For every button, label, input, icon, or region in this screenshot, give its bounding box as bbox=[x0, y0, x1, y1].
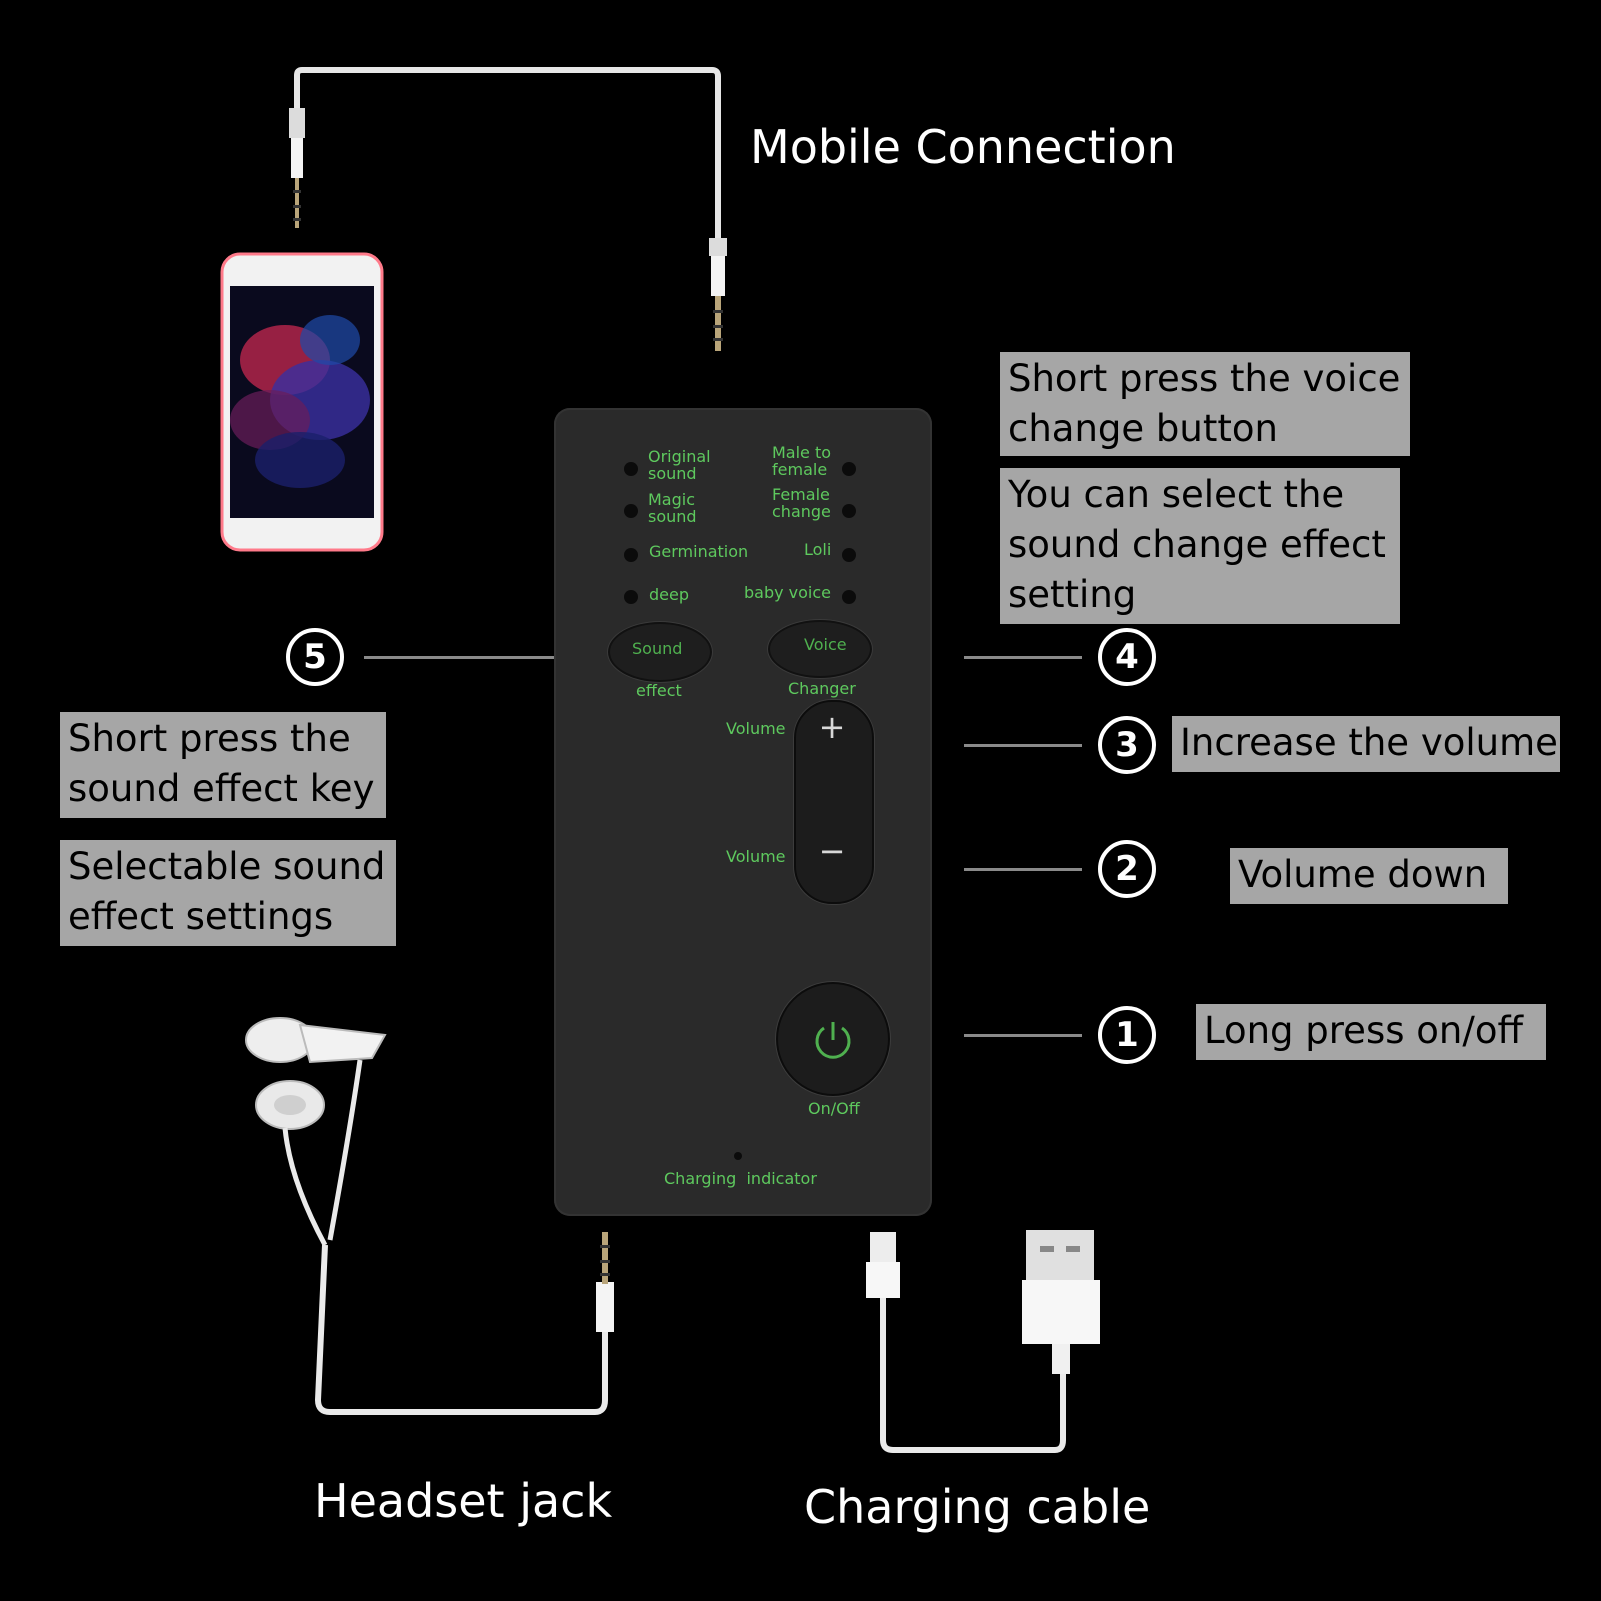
effect-label-line: Female bbox=[772, 485, 830, 504]
effect-male-to-female: Male to female bbox=[772, 444, 831, 478]
leader-line-1 bbox=[964, 1034, 1082, 1037]
callout-line: Selectable sound bbox=[68, 845, 386, 888]
plus-icon[interactable]: + bbox=[818, 708, 846, 746]
effect-label-line: Magic bbox=[648, 490, 696, 509]
voice-changer-device: Original sound Magic sound Germination d… bbox=[554, 408, 932, 1216]
effect-baby-voice: baby voice bbox=[744, 583, 832, 602]
led-baby-voice bbox=[842, 590, 856, 604]
led-deep bbox=[624, 590, 638, 604]
mobile-connection-label: Mobile Connection bbox=[750, 120, 1176, 174]
callout-line: setting bbox=[1008, 573, 1137, 616]
effect-germination: Germination bbox=[649, 542, 749, 561]
effect-female-change: Female change bbox=[772, 486, 831, 520]
marker-5: 5 bbox=[286, 628, 344, 686]
charging-led bbox=[734, 1152, 742, 1160]
effect-label-line: sound bbox=[648, 464, 697, 483]
leader-line-5 bbox=[364, 656, 554, 659]
callout-volume-down: Volume down bbox=[1230, 848, 1508, 904]
effect-original-sound: Original sound bbox=[648, 448, 711, 482]
headset-jack-label: Headset jack bbox=[314, 1474, 613, 1528]
sound-effect-button-label: Sound bbox=[632, 639, 683, 658]
charging-indicator-label: Charging indicator bbox=[664, 1169, 817, 1188]
led-female-change bbox=[842, 504, 856, 518]
effect-deep: deep bbox=[649, 585, 689, 604]
effect-label-line: Original bbox=[648, 447, 711, 466]
callout-voice-change: Short press the voice change button bbox=[1000, 352, 1410, 456]
led-original-sound bbox=[624, 462, 638, 476]
earphones-icon bbox=[245, 1017, 614, 1415]
led-germination bbox=[624, 548, 638, 562]
sound-effect-caption: effect bbox=[636, 681, 682, 700]
marker-1: 1 bbox=[1098, 1006, 1156, 1064]
callout-voice-select: You can select the sound change effect s… bbox=[1000, 468, 1400, 624]
power-button[interactable] bbox=[776, 982, 890, 1096]
callout-increase-volume: Increase the volume bbox=[1172, 716, 1560, 772]
power-icon bbox=[815, 1022, 851, 1059]
led-male-to-female bbox=[842, 462, 856, 476]
volume-up-label: Volume bbox=[726, 719, 786, 738]
effect-label-line: change bbox=[772, 502, 831, 521]
callout-line: sound change effect bbox=[1008, 523, 1386, 566]
led-magic-sound bbox=[624, 504, 638, 518]
volume-down-label: Volume bbox=[726, 847, 786, 866]
effect-label-line: female bbox=[772, 460, 828, 479]
callout-power: Long press on/off bbox=[1196, 1004, 1546, 1060]
leader-line-3 bbox=[964, 744, 1082, 747]
phone-icon bbox=[220, 252, 384, 552]
callout-line: Long press on/off bbox=[1204, 1009, 1523, 1052]
callout-line: Increase the volume bbox=[1180, 721, 1558, 764]
sound-effect-button[interactable]: Sound bbox=[608, 622, 712, 682]
minus-icon[interactable]: − bbox=[818, 832, 846, 870]
volume-rocker: + − bbox=[794, 700, 874, 904]
callout-line: You can select the bbox=[1008, 473, 1345, 516]
voice-changer-caption: Changer bbox=[788, 679, 856, 698]
effect-label-line: sound bbox=[648, 507, 697, 526]
audio-cable-icon bbox=[289, 67, 727, 351]
effect-label-line: Male to bbox=[772, 443, 832, 462]
callout-sound-effect-key: Short press the sound effect key bbox=[60, 712, 386, 818]
effect-loli: Loli bbox=[804, 540, 832, 559]
callout-line: Short press the voice bbox=[1008, 357, 1401, 400]
callout-line: Volume down bbox=[1238, 853, 1488, 896]
charging-cable-label: Charging cable bbox=[804, 1480, 1151, 1534]
callout-line: Short press the bbox=[68, 717, 351, 760]
callout-sound-effect-settings: Selectable sound effect settings bbox=[60, 840, 396, 946]
callout-line: change button bbox=[1008, 407, 1278, 450]
voice-changer-button[interactable]: Voice bbox=[768, 620, 872, 678]
marker-4: 4 bbox=[1098, 628, 1156, 686]
voice-changer-button-label: Voice bbox=[804, 635, 847, 654]
led-loli bbox=[842, 548, 856, 562]
marker-2: 2 bbox=[1098, 840, 1156, 898]
callout-line: sound effect key bbox=[68, 767, 375, 810]
marker-3: 3 bbox=[1098, 716, 1156, 774]
power-label: On/Off bbox=[808, 1099, 860, 1118]
callout-line: effect settings bbox=[68, 895, 334, 938]
leader-line-4 bbox=[964, 656, 1082, 659]
effect-magic-sound: Magic sound bbox=[648, 491, 697, 525]
leader-line-2 bbox=[964, 868, 1082, 871]
usb-cable-icon bbox=[866, 1230, 1100, 1453]
